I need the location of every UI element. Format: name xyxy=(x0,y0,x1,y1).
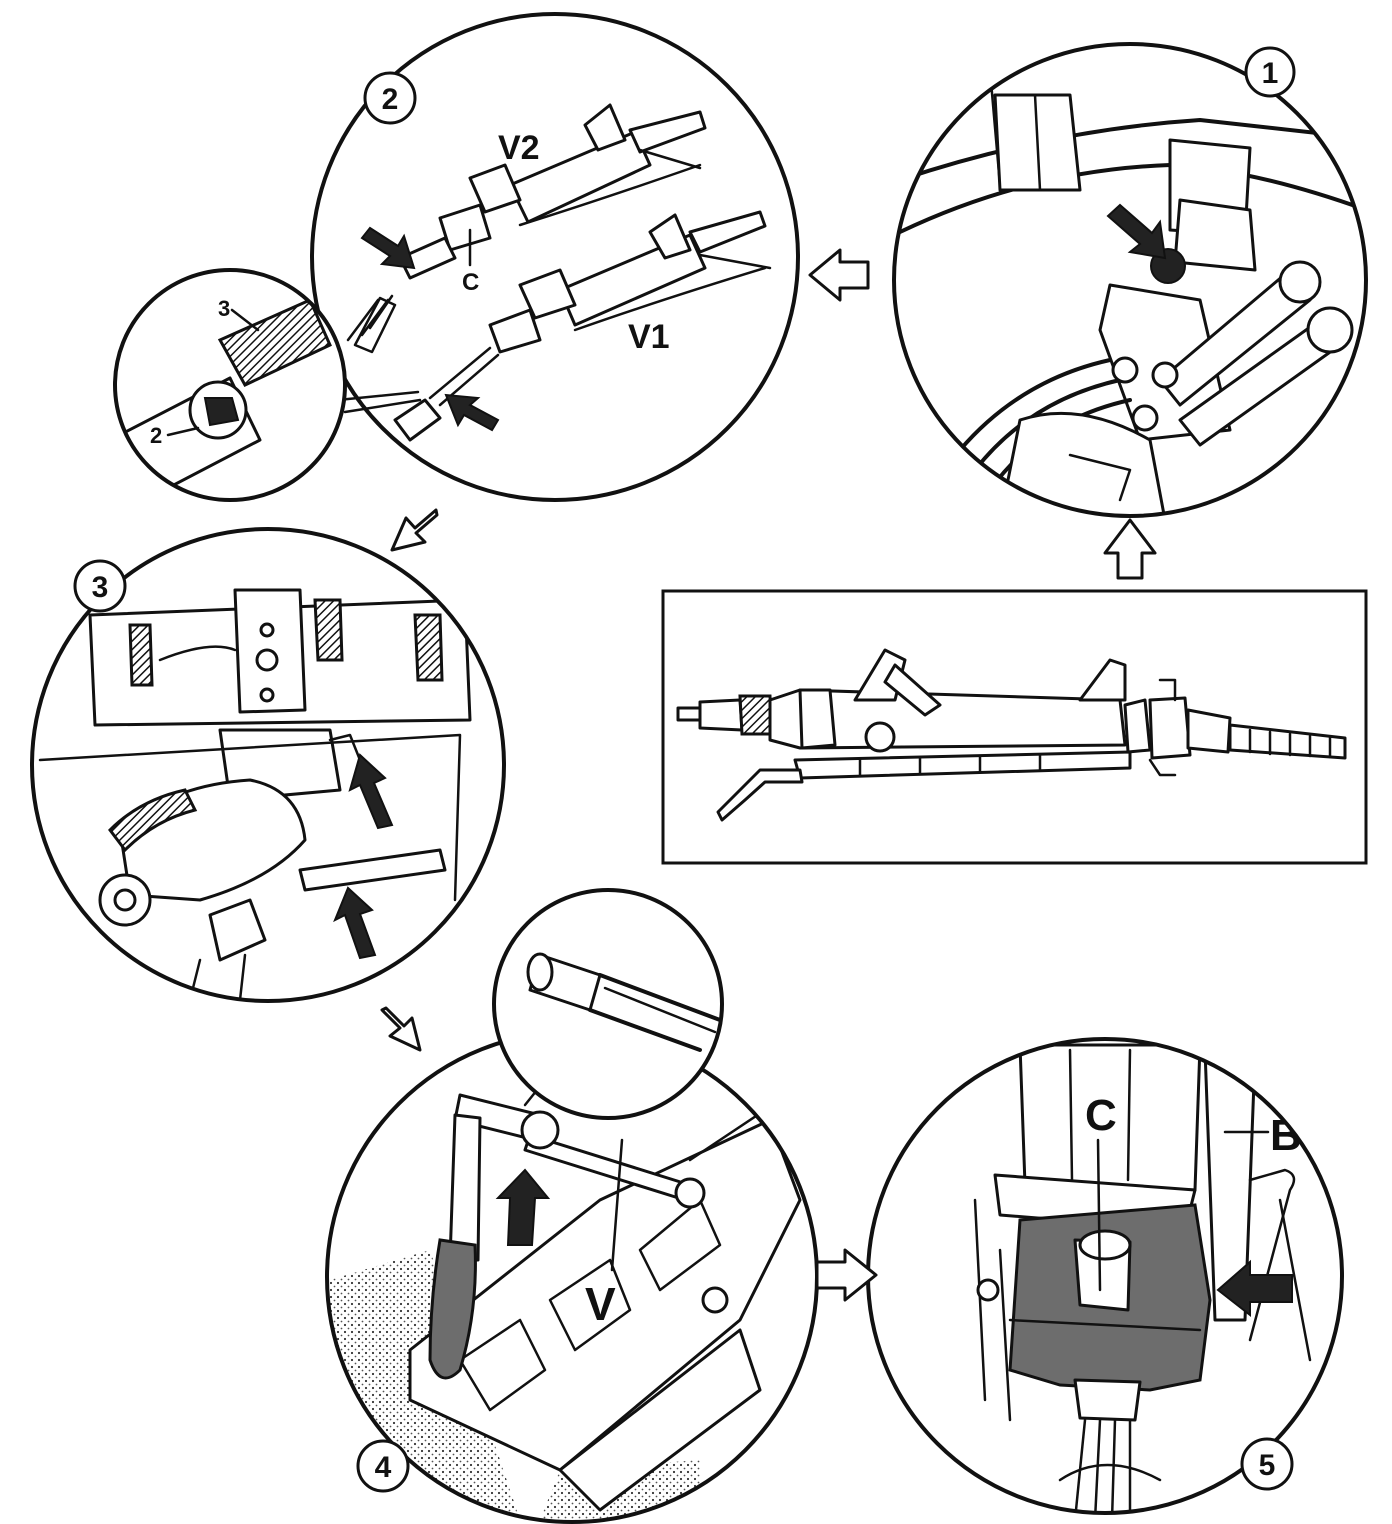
svg-text:V2: V2 xyxy=(498,129,540,167)
steering-column-overview xyxy=(676,648,1347,822)
step-5-view: C B 5 xyxy=(866,1037,1344,1515)
indicator-arrow-icon xyxy=(360,226,416,270)
column-v2 xyxy=(346,103,707,354)
svg-text:1: 1 xyxy=(1262,57,1279,90)
svg-text:2: 2 xyxy=(382,83,399,116)
indicator-arrow-icon xyxy=(1216,1259,1293,1318)
svg-text:V: V xyxy=(585,1278,616,1330)
step-3-badge: 3 xyxy=(73,559,127,613)
step-3-view: 3 xyxy=(30,527,506,1003)
flow-arrow-icon xyxy=(390,508,439,552)
flow-arrow-icon xyxy=(380,1006,422,1052)
svg-text:V1: V1 xyxy=(628,318,670,356)
svg-text:5: 5 xyxy=(1259,1449,1276,1482)
step-4-view: V 4 xyxy=(325,1030,819,1524)
svg-text:4: 4 xyxy=(375,1451,392,1484)
svg-text:3: 3 xyxy=(218,296,230,321)
indicator-arrow-icon xyxy=(444,393,500,432)
step-1-badge: 1 xyxy=(1244,46,1296,98)
indicator-arrow-icon xyxy=(495,1168,551,1246)
step-1-view: 1 xyxy=(892,42,1368,518)
indicator-arrow-icon xyxy=(1106,203,1167,260)
step-5-badge: 5 xyxy=(1240,1437,1294,1491)
indicator-arrow-icon xyxy=(348,753,394,830)
svg-text:C: C xyxy=(1085,1091,1117,1140)
svg-text:C: C xyxy=(462,269,479,296)
indicator-arrow-icon xyxy=(333,886,377,960)
step-2-view: V2 V1 C 2 xyxy=(310,12,800,502)
svg-text:2: 2 xyxy=(150,423,162,448)
overview-panel xyxy=(661,589,1368,865)
step-4-detail-inset xyxy=(492,888,724,1120)
flow-arrow-icon xyxy=(815,1248,878,1302)
step-4-badge: 4 xyxy=(356,1439,410,1493)
flow-arrow-icon xyxy=(1103,518,1157,580)
step-2-badge: 2 xyxy=(363,71,417,125)
svg-text:3: 3 xyxy=(92,571,109,604)
flow-arrow-icon xyxy=(808,248,870,302)
